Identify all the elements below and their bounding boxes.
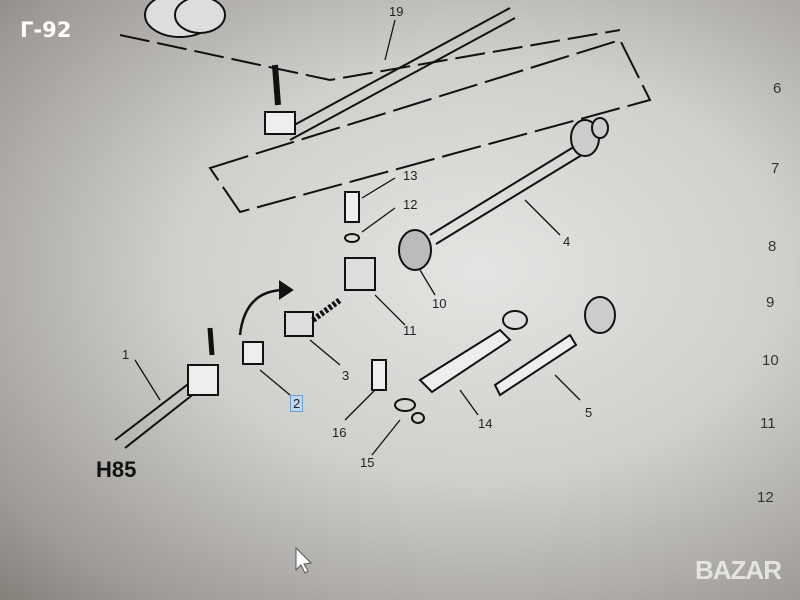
part-label-4: 4 — [563, 234, 571, 249]
row-number: 7 — [771, 160, 780, 177]
rod-4 — [429, 139, 591, 245]
boot-part — [144, 0, 226, 38]
diagram-code: H85 — [96, 457, 137, 482]
row-number: 11 — [760, 415, 776, 432]
rotate-arrow — [238, 288, 286, 336]
part-label-3: 3 — [342, 368, 350, 383]
clamp-19 — [264, 111, 296, 135]
washer-12 — [344, 233, 360, 243]
clamp-11 — [344, 257, 376, 291]
part-label-19: 19 — [389, 4, 404, 19]
group-outline-mid — [208, 38, 652, 214]
part-label-11: 11 — [403, 323, 417, 338]
rod-19 — [284, 7, 516, 141]
joint-5 — [584, 296, 616, 334]
washer-15 — [394, 398, 416, 412]
bush-10 — [398, 229, 432, 271]
bolt-16 — [371, 359, 387, 391]
yoke-1 — [187, 364, 219, 396]
eye-14 — [502, 310, 528, 330]
row-number: 12 — [757, 489, 774, 506]
part-2 — [242, 341, 264, 365]
part-label-13: 13 — [403, 168, 418, 183]
bolt-13 — [344, 191, 360, 223]
part-label-16: 16 — [332, 425, 347, 440]
bolt-19 — [272, 64, 281, 106]
part-3 — [284, 311, 314, 337]
strut-5 — [493, 333, 578, 397]
part-label-5: 5 — [585, 405, 593, 420]
row-number: 10 — [762, 352, 779, 369]
part-label-14: 14 — [478, 416, 493, 431]
part-label-1: 1 — [122, 347, 130, 362]
watermark: BAZAR — [695, 555, 782, 585]
part-label-15: 15 — [360, 455, 375, 470]
row-number: 8 — [768, 238, 777, 255]
part-label-12: 12 — [403, 197, 418, 212]
joint-4 — [570, 117, 609, 157]
part-label-2[interactable]: 2 — [289, 395, 304, 412]
part-label-10: 10 — [432, 296, 447, 311]
row-number: 9 — [766, 294, 775, 311]
row-number: 6 — [773, 80, 782, 97]
listing-stamp: Г-92 — [20, 18, 72, 42]
group-outline-top — [119, 29, 621, 82]
strut-14 — [418, 328, 512, 394]
